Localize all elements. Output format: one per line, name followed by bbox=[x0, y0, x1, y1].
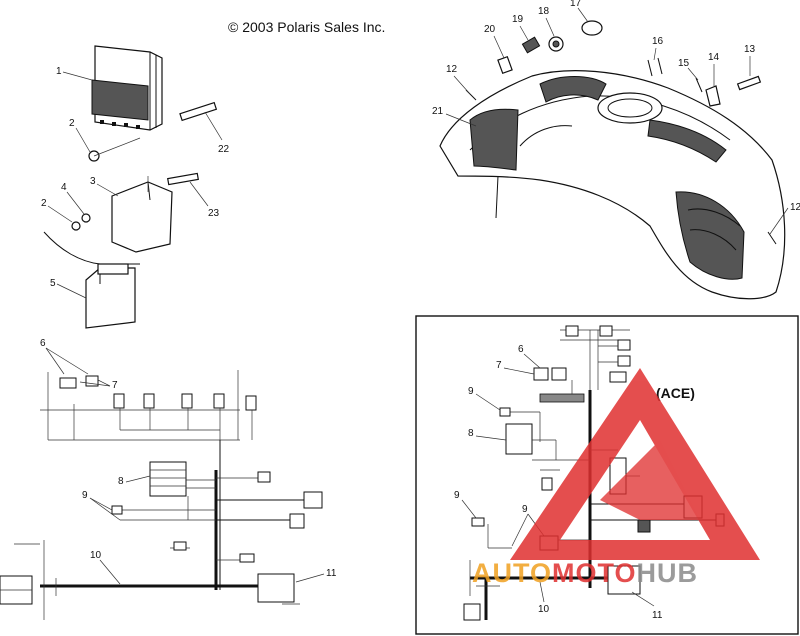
watermark-hub: HUB bbox=[637, 558, 699, 588]
knob-18-part bbox=[548, 36, 564, 52]
callout-12-right: 12 bbox=[790, 202, 800, 213]
callout-13: 13 bbox=[744, 44, 756, 55]
cdi-box-part bbox=[91, 45, 163, 131]
callout-16: 16 bbox=[652, 36, 664, 47]
callout-10: 10 bbox=[90, 550, 102, 561]
switch-19-part bbox=[521, 36, 541, 54]
callout-15: 15 bbox=[678, 58, 690, 69]
regulator-part bbox=[111, 176, 173, 253]
inset-callout-9-top: 9 bbox=[468, 386, 474, 397]
callout-6: 6 bbox=[40, 338, 46, 349]
callout-18: 18 bbox=[538, 6, 550, 17]
watermark-auto: AUTO bbox=[472, 558, 552, 588]
callout-23: 23 bbox=[208, 208, 220, 219]
clip-14-part bbox=[705, 85, 721, 107]
washer-part bbox=[71, 213, 91, 231]
main-harness-left bbox=[0, 370, 323, 620]
inset-callout-6: 6 bbox=[518, 344, 524, 355]
watermark-moto: MOTO bbox=[552, 558, 637, 588]
bulb-17-part bbox=[581, 20, 603, 36]
inset-callout-7: 7 bbox=[496, 360, 502, 371]
callout-2-upper: 2 bbox=[69, 118, 75, 129]
svg-text:AUTOMOTOHUB: AUTOMOTOHUB bbox=[472, 558, 698, 588]
callout-17: 17 bbox=[570, 0, 582, 9]
callout-1: 1 bbox=[56, 66, 62, 77]
automotohub-watermark-logo: AUTOMOTOHUB bbox=[472, 368, 760, 588]
inset-callout-10: 10 bbox=[538, 604, 550, 615]
callout-8: 8 bbox=[118, 476, 124, 487]
callout-9: 9 bbox=[82, 490, 88, 501]
pin-15-part bbox=[695, 77, 703, 93]
callout-2-lower: 2 bbox=[41, 198, 47, 209]
module-5-part bbox=[85, 263, 136, 329]
plug-20-part bbox=[497, 55, 513, 75]
callout-22: 22 bbox=[218, 144, 230, 155]
ace-inset-title: (ACE) bbox=[656, 385, 695, 401]
callout-7: 7 bbox=[112, 380, 118, 391]
callout-19: 19 bbox=[512, 14, 524, 25]
inset-callout-11: 11 bbox=[652, 610, 663, 621]
callout-4: 4 bbox=[61, 182, 67, 193]
callout-3: 3 bbox=[90, 176, 96, 187]
fairing-part bbox=[439, 70, 786, 300]
callout-5: 5 bbox=[50, 278, 56, 289]
inset-callout-8: 8 bbox=[468, 428, 474, 439]
copyright-text: © 2003 Polaris Sales Inc. bbox=[228, 19, 385, 35]
callout-20: 20 bbox=[484, 24, 496, 35]
callout-12: 12 bbox=[446, 64, 458, 75]
bolt-23-part bbox=[167, 172, 209, 207]
screw-13-part bbox=[736, 75, 762, 91]
callout-14: 14 bbox=[708, 52, 720, 63]
ace-inset-frame bbox=[415, 315, 799, 635]
bolt-22-part bbox=[179, 101, 223, 141]
callout-21: 21 bbox=[432, 106, 444, 117]
callout-11: 11 bbox=[326, 568, 337, 579]
nut-part bbox=[88, 137, 141, 162]
inset-callout-9-left: 9 bbox=[454, 490, 460, 501]
pins-16-part bbox=[647, 57, 663, 77]
inset-callout-9-mid: 9 bbox=[522, 504, 528, 515]
